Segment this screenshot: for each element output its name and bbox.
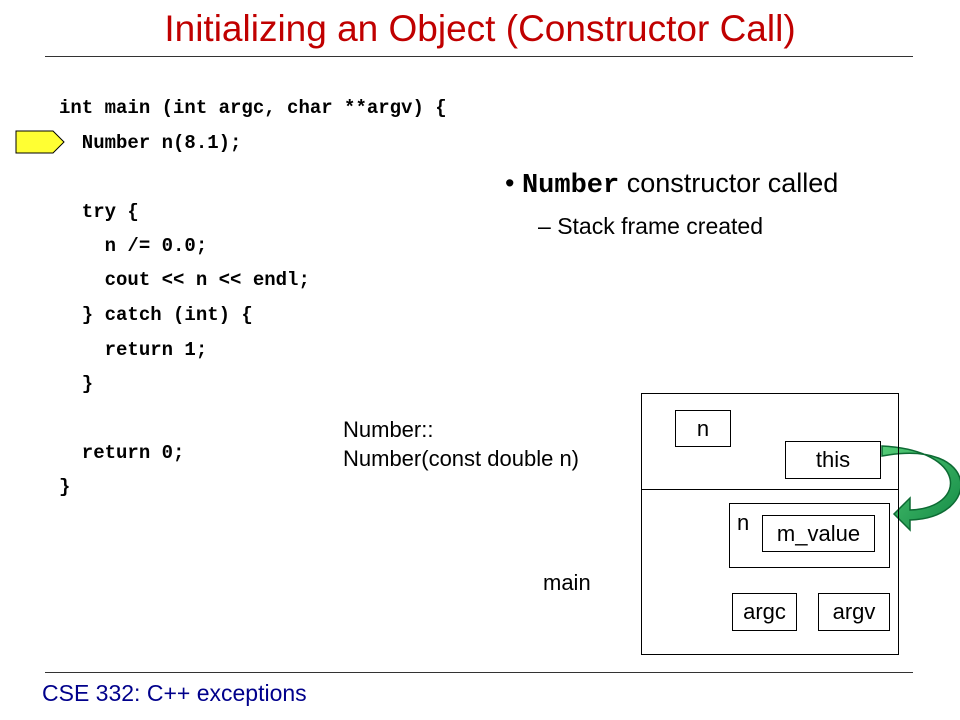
bullet-main: • Number constructor called xyxy=(505,168,838,201)
code-line-3: try { xyxy=(59,201,139,223)
slide-footer: CSE 332: C++ exceptions xyxy=(42,680,307,706)
bullet-dot-icon: • xyxy=(505,168,515,198)
this-pointer-box: this xyxy=(785,441,881,479)
bullet-keyword: Number xyxy=(521,171,620,201)
code-line-1: int main (int argc, char **argv) { xyxy=(59,97,447,119)
code-line-4: n /= 0.0; xyxy=(59,235,208,257)
sub-dash: – xyxy=(538,213,551,239)
argv-box: argv xyxy=(818,593,890,631)
constructor-label-line1: Number:: xyxy=(343,417,434,442)
sub-text: Stack frame created xyxy=(557,213,763,239)
m-value-box: m_value xyxy=(762,515,875,552)
code-line-7: return 1; xyxy=(59,339,208,361)
execution-pointer-icon xyxy=(15,130,65,154)
code-line-2: Number n(8.1); xyxy=(59,132,242,154)
code-line-10: } xyxy=(59,476,71,498)
code-line-8: } xyxy=(59,373,94,395)
argc-box: argc xyxy=(732,593,797,631)
object-n-label: n xyxy=(737,510,750,535)
main-frame-label: main xyxy=(543,570,591,595)
bullet-text: constructor called xyxy=(619,168,839,198)
object-n-box xyxy=(729,503,890,568)
constructor-label-line2: Number(const double n) xyxy=(343,446,580,471)
code-line-6: } catch (int) { xyxy=(59,304,253,326)
stack xyxy=(641,393,899,655)
stack-frame-divider xyxy=(641,489,899,490)
title-rule xyxy=(45,56,913,57)
footer-rule xyxy=(45,672,913,673)
code-line-5: cout << n << endl; xyxy=(59,269,310,291)
ctor-param-n-box: n xyxy=(675,410,731,447)
code-line-9: return 0; xyxy=(59,442,185,464)
this-pointer-arrow-icon xyxy=(881,445,960,532)
slide-title: Initializing an Object (Constructor Call… xyxy=(164,8,796,49)
bullet-sub: – Stack frame created xyxy=(538,213,763,240)
